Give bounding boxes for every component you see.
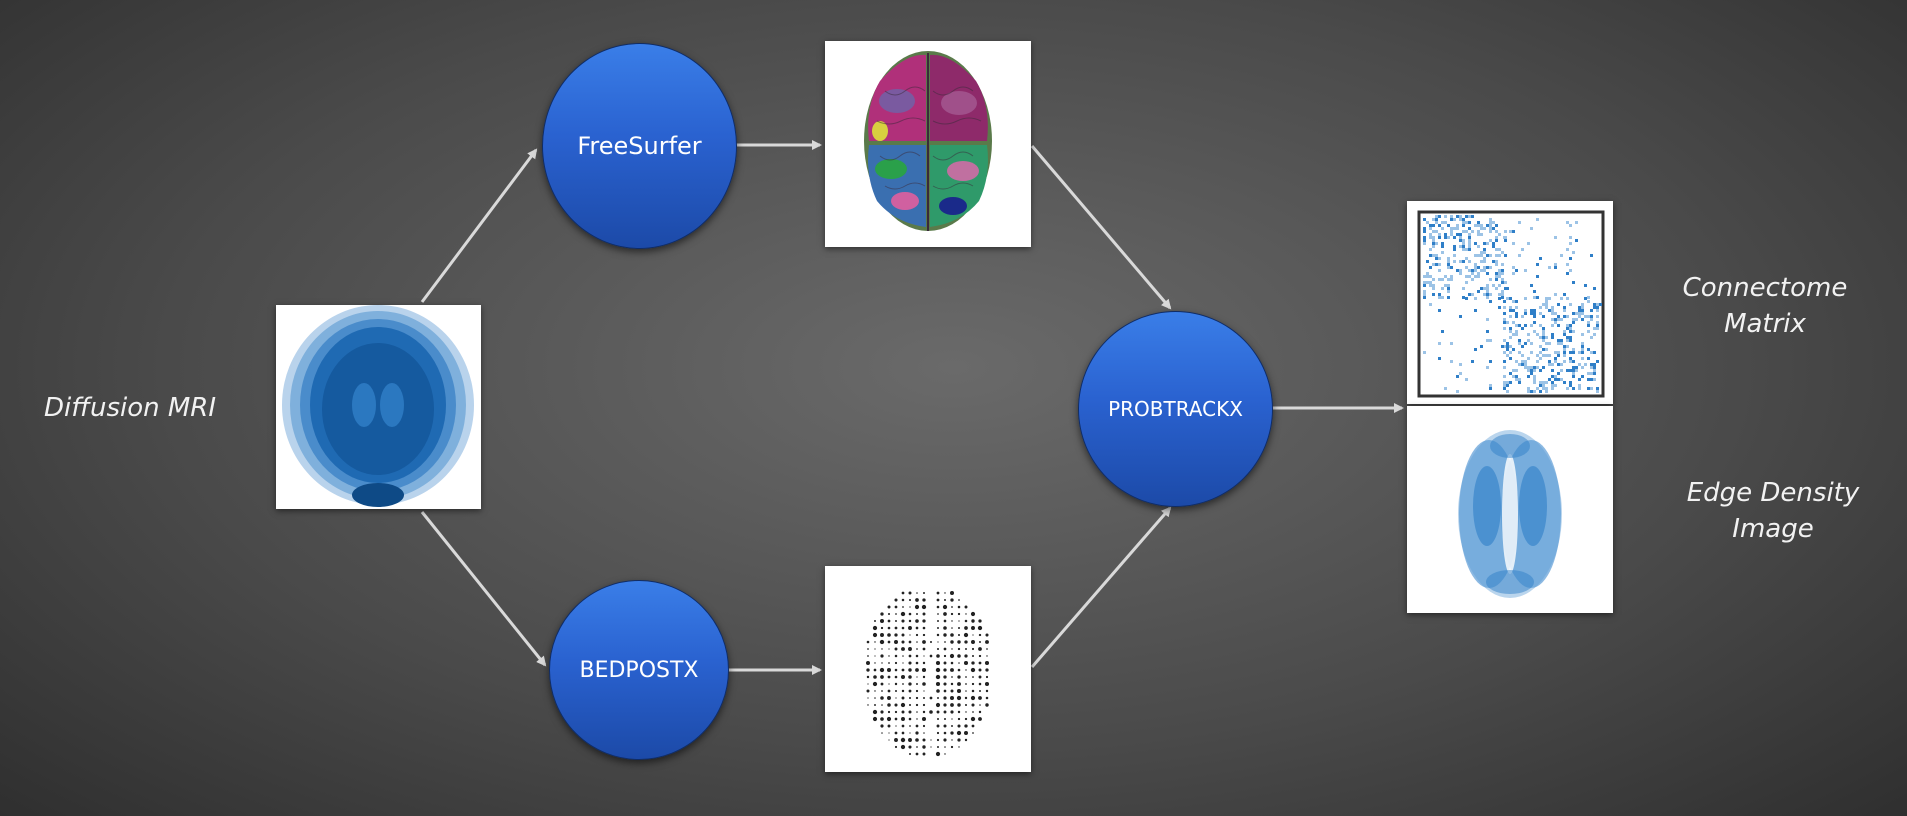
diffusion-mri-label: Diffusion MRI [43, 393, 217, 423]
freesurfer-node[interactable]: FreeSurfer [542, 43, 737, 249]
brain-parcellation-icon [864, 51, 992, 231]
connectome-matrix-icon [1417, 210, 1605, 398]
probtrackx-node[interactable]: PROBTRACKX [1078, 311, 1273, 507]
edge-density-icon [1458, 430, 1562, 598]
connectome-matrix-label: Connectome Matrix [1640, 270, 1890, 342]
edge-label-line1: Edge Density [1686, 478, 1860, 508]
edge-density-image [1407, 406, 1613, 613]
arrow-fibers-to-probtrackx [1030, 506, 1172, 668]
edge-label-line2: Image [1732, 514, 1814, 544]
connectome-label-line2: Matrix [1724, 309, 1806, 339]
connectome-label-line1: Connectome [1682, 273, 1848, 303]
dmri-image [276, 305, 481, 509]
fiber-orientation-icon [865, 590, 990, 757]
arrow-dmri-to-freesurfer [420, 148, 538, 303]
connectome-matrix-image [1407, 201, 1613, 404]
arrow-parcellation-to-probtrackx [1030, 145, 1172, 310]
brain-axial-dmri-icon [282, 305, 474, 507]
bedpostx-node[interactable]: BEDPOSTX [549, 580, 729, 760]
parcellation-image [825, 41, 1031, 247]
edge-density-label: Edge Density Image [1648, 475, 1898, 547]
fibers-image [825, 566, 1031, 772]
bedpostx-label: BEDPOSTX [579, 657, 699, 683]
freesurfer-label: FreeSurfer [577, 132, 702, 160]
arrow-dmri-to-bedpostx [420, 511, 547, 667]
probtrackx-label: PROBTRACKX [1108, 397, 1243, 421]
